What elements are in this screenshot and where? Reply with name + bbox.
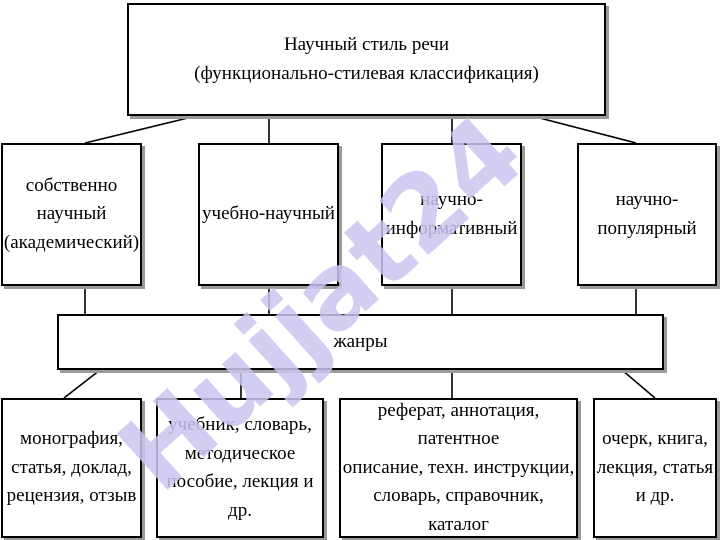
examples-informative-line: описание, техн. инструкции, [342,456,575,478]
examples-popular-line: лекция, статья [596,456,714,478]
examples-educational-line: учебник, словарь, [168,414,312,435]
genres-label: жанры [333,330,388,352]
examples-informative-line: словарь, справочник, каталог [373,485,544,535]
substyle-academic-box: собственно научный (академический) [1,143,142,286]
root-box: Научный стиль речи (функционально-стилев… [127,3,606,116]
substyle-educational-line: учебно-научный [202,203,335,225]
substyle-popular-line: научно- [615,189,679,210]
substyle-academic-line: (академический) [3,231,140,253]
substyle-informative-box: научно- информативный [381,143,522,286]
substyle-popular-box: научно- популярный [577,143,717,286]
substyle-educational-box: учебно-научный [198,143,339,286]
connector-genre-1 [63,369,101,399]
examples-popular-box: очерк, книга, лекция, статья и др. [593,398,717,538]
examples-academic-line: статья, доклад, [11,456,132,478]
genres-box: жанры [57,314,664,370]
substyle-academic-line: научный [36,203,107,225]
examples-educational-line: пособие, лекция и др. [166,471,314,521]
examples-academic-box: монография, статья, доклад, рецензия, от… [1,398,142,538]
connector-root-1 [84,115,197,144]
connector-root-4 [531,115,637,144]
examples-academic-line: рецензия, отзыв [6,485,137,507]
examples-academic-line: монография, [20,428,123,450]
examples-informative-box: реферат, аннотация, патентное описание, … [339,398,578,538]
examples-educational-box: учебник, словарь, методическое пособие, … [156,398,324,538]
connector-genre-4 [621,369,656,399]
examples-educational-line: методическое [184,442,296,464]
examples-popular-line: и др. [635,485,675,507]
examples-informative-line: реферат, аннотация, патентное [377,399,540,450]
substyle-informative-line: научно- [420,189,483,210]
root-title: Научный стиль речи [283,34,450,55]
substyle-informative-line: информативный [385,217,518,239]
substyle-academic-line: собственно [25,174,118,196]
root-subtitle: (функционально-стилевая классификация) [194,62,539,84]
substyle-popular-line: популярный [597,217,697,239]
examples-popular-line: очерк, книга, [602,428,708,450]
